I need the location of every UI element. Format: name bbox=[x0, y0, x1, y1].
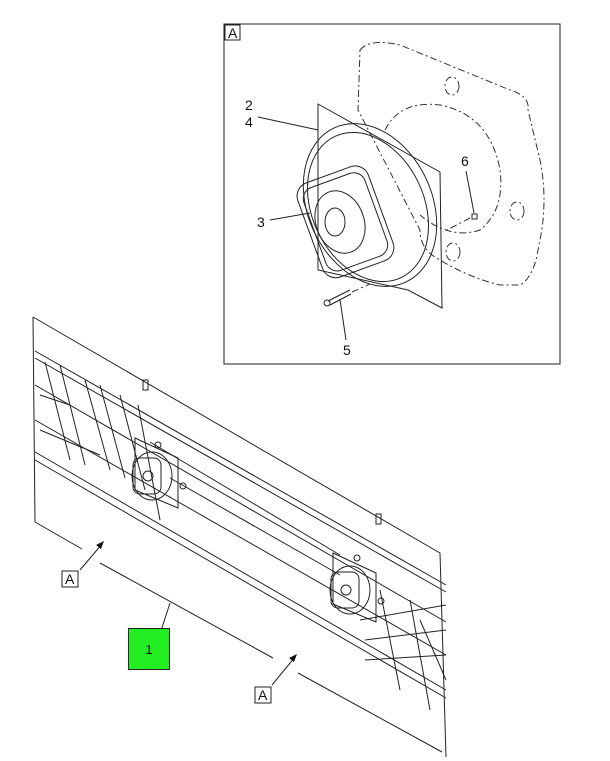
view-label-a-left[interactable]: A bbox=[65, 571, 75, 587]
callout-5[interactable]: 5 bbox=[343, 342, 351, 358]
callout-2[interactable]: 2 bbox=[245, 97, 253, 113]
part-1-label: 1 bbox=[145, 641, 153, 657]
grille-panel: A A bbox=[32, 316, 447, 758]
mount-left bbox=[131, 437, 187, 509]
callout-3[interactable]: 3 bbox=[257, 214, 265, 230]
callout-4[interactable]: 4 bbox=[245, 114, 253, 130]
part-1-hotspot[interactable]: 1 bbox=[128, 628, 170, 670]
inset-label: A bbox=[228, 25, 238, 41]
mount-right bbox=[329, 552, 385, 623]
callout-6[interactable]: 6 bbox=[461, 153, 469, 169]
detail-inset-a: A 2 4 3 6 5 bbox=[223, 23, 561, 365]
view-label-a-right[interactable]: A bbox=[258, 687, 268, 703]
